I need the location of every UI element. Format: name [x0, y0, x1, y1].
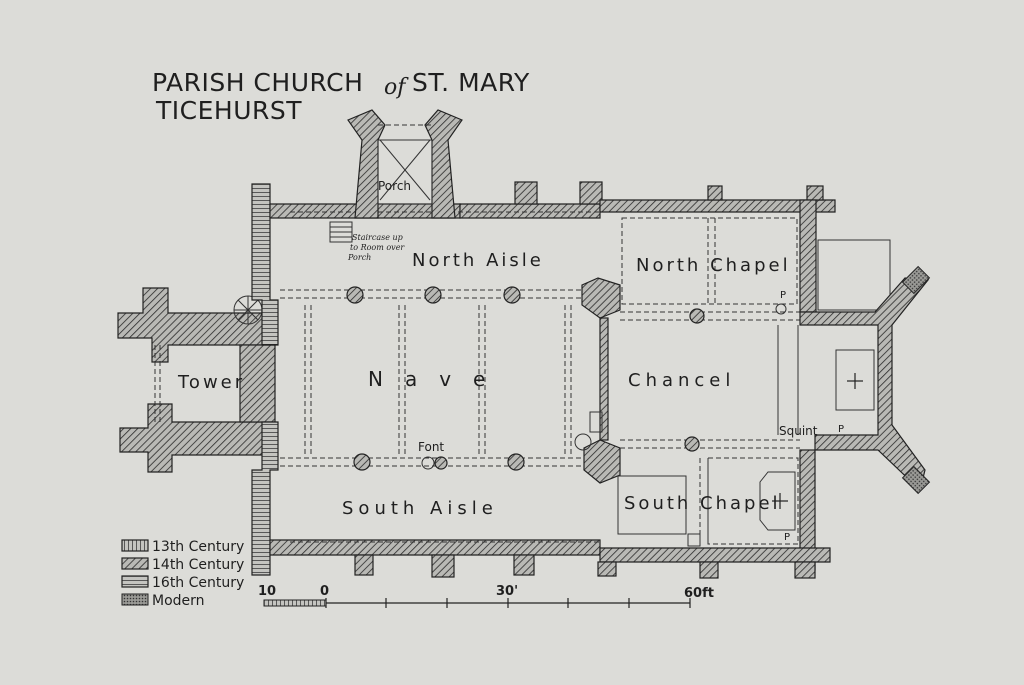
title-line-2: TICEHURST	[155, 96, 302, 125]
legend-label-14th: 14th Century	[152, 557, 244, 573]
scale-label-60: 60ft	[684, 586, 714, 601]
legend-swatch-16th	[121, 575, 149, 588]
plan-title: PARISH CHURCH of ST. MARY TICEHURST	[152, 68, 530, 125]
title-line-1b: ST. MARY	[412, 68, 530, 97]
title-line-1a: PARISH CHURCH	[152, 68, 363, 97]
staircase-note-1: Staircase up	[352, 233, 403, 242]
chancel-label: Chancel	[628, 370, 735, 391]
south-chapel-label: South Chapel	[624, 493, 781, 514]
font-label: Font	[418, 440, 444, 454]
legend-label-16th: 16th Century	[152, 575, 244, 591]
chancel-north-chapel	[620, 217, 891, 452]
porch-label: Porch	[378, 179, 411, 193]
west-wall-south	[251, 421, 279, 576]
nave-label: Nave	[368, 367, 507, 391]
south-arcade	[280, 433, 621, 484]
legend-label-modern: Modern	[152, 593, 205, 609]
south-aisle-label: South Aisle	[342, 498, 498, 519]
legend-label-13th: 13th Century	[152, 539, 244, 555]
legend-swatch-13th	[121, 539, 149, 552]
porch: Porch	[329, 109, 463, 243]
piscina-south-label: P	[784, 532, 790, 543]
piscina-north-label: P	[780, 290, 786, 301]
nave-bays	[304, 305, 609, 455]
north-arcade	[280, 277, 621, 319]
scale-label-30: 30'	[496, 584, 518, 599]
tower-label: Tower	[177, 372, 245, 393]
scale-bar: 10 0 30' 60ft	[258, 584, 714, 608]
staircase-note-2: to Room over	[350, 243, 405, 252]
staircase-note-3: Porch	[347, 253, 371, 262]
piscina-altar-label: P	[838, 424, 844, 435]
legend-swatch-modern	[121, 593, 149, 606]
title-line-1-of: of	[384, 75, 409, 100]
scale-label-10: 10	[258, 584, 276, 599]
west-wall-north	[251, 183, 279, 346]
south-wall	[269, 539, 831, 579]
legend: 13th Century 14th Century 16th Century M…	[121, 539, 244, 609]
north-aisle-label: North Aisle	[412, 250, 544, 271]
north-chapel-label: North Chapel	[636, 255, 791, 276]
scale-label-0: 0	[320, 584, 329, 599]
sanctuary: Squint P	[777, 265, 931, 495]
legend-swatch-14th	[121, 557, 149, 570]
tower: Tower	[117, 287, 276, 473]
squint-label: Squint	[779, 424, 818, 438]
south-chapel: P	[617, 449, 816, 571]
